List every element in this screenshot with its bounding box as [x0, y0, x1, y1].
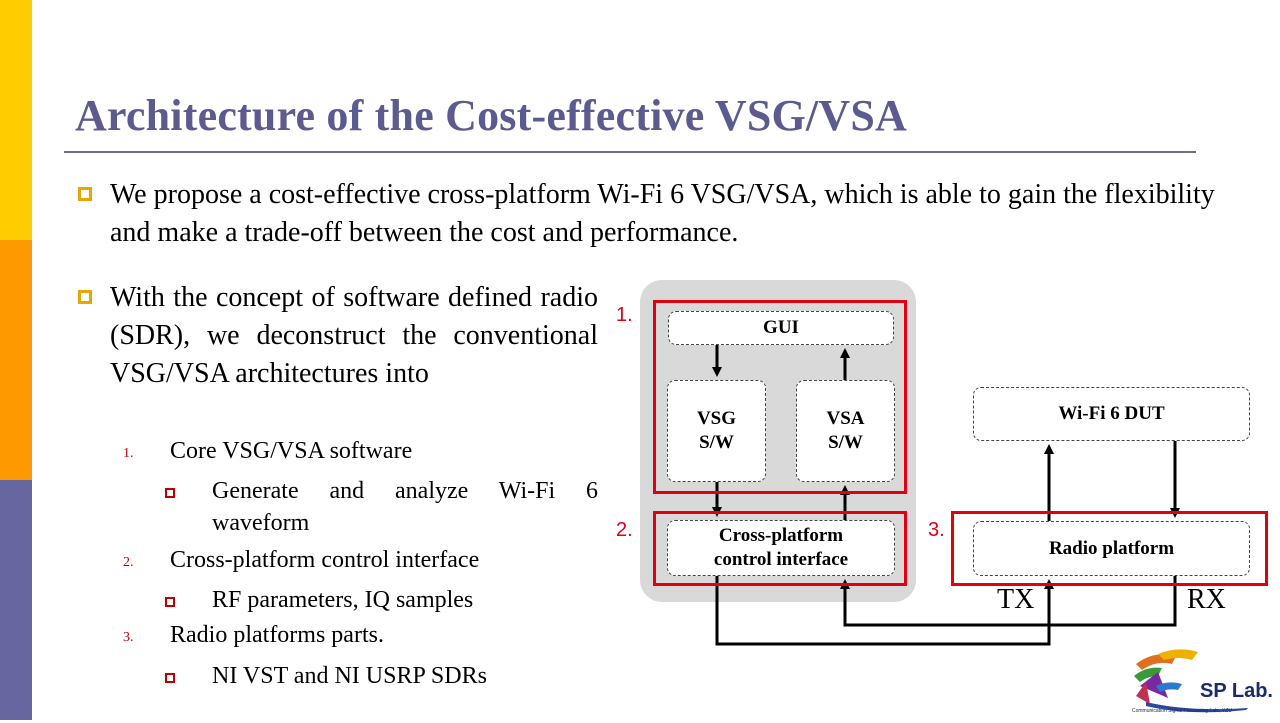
tx-path — [715, 576, 1054, 646]
sub-bullet-icon — [165, 597, 175, 607]
bullet-square-icon — [78, 290, 92, 304]
bullet-paragraph-1: We propose a cost-effective cross-platfo… — [110, 179, 1215, 248]
tx-label: TX — [997, 584, 1035, 615]
sub-bullet-icon — [165, 673, 175, 683]
rx-path — [840, 576, 1177, 627]
sp-lab-logo: SP Lab. Communication Signal Processing … — [1128, 646, 1274, 718]
list-item-radio-platforms: Radio platforms parts. — [170, 622, 384, 648]
sidebar-stripe-purple — [0, 480, 32, 720]
highlight-box-radio-platform — [951, 511, 1268, 586]
gui-box: GUI — [668, 311, 894, 345]
radio-platform-box: Radio platform — [973, 521, 1250, 576]
highlight-label-2: 2. — [616, 519, 633, 541]
sidebar-stripes — [0, 0, 32, 720]
highlight-box-control-interface — [653, 511, 907, 586]
sub-bullet-icon — [165, 488, 175, 498]
highlight-box-core-software — [653, 300, 907, 494]
sidebar-stripe-orange — [0, 240, 32, 480]
highlight-label-3: 3. — [928, 519, 945, 541]
cross-label-line1: Cross-platform — [718, 525, 844, 546]
vsg-label-line1: VSG — [696, 408, 737, 429]
highlight-label-1: 1. — [616, 304, 633, 326]
rx-label: RX — [1187, 584, 1226, 615]
vsa-label-line1: VSA — [826, 408, 865, 429]
sub-item-rf-parameters: RF parameters, IQ samples — [212, 587, 474, 613]
sub-item-generate-waveform: Generate and analyze Wi-Fi 6 waveform — [212, 478, 598, 536]
sp-lab-logo-icon — [1134, 649, 1248, 713]
list-number-1: 1. — [123, 446, 134, 461]
vsa-label-line2: S/W — [828, 432, 863, 453]
radio-label: Radio platform — [1048, 537, 1175, 559]
wifi6-dut-box: Wi-Fi 6 DUT — [973, 387, 1250, 441]
list-item-core-software: Core VSG/VSA software — [170, 438, 413, 464]
dut-label: Wi-Fi 6 DUT — [1058, 403, 1165, 424]
list-number-2: 2. — [123, 555, 134, 570]
cross-platform-box: Cross-platform control interface — [667, 520, 895, 576]
vsa-software-box: VSA S/W — [796, 380, 895, 482]
title-divider — [64, 151, 1196, 153]
bullet-paragraph-2: With the concept of software defined rad… — [110, 282, 598, 389]
bullet-square-icon — [78, 187, 92, 201]
sub-item-sdrs: NI VST and NI USRP SDRs — [212, 663, 487, 689]
gui-label: GUI — [763, 317, 799, 338]
logo-subtext: Communication Signal Processing Lab., YZ… — [1132, 708, 1232, 714]
list-number-3: 3. — [123, 630, 134, 645]
list-item-control-interface: Cross-platform control interface — [170, 547, 480, 573]
vsg-software-box: VSG S/W — [667, 380, 766, 482]
vsg-label-line2: S/W — [699, 432, 734, 453]
sidebar-stripe-yellow — [0, 0, 32, 240]
slide-title: Architecture of the Cost-effective VSG/V… — [75, 91, 907, 140]
logo-text: SP Lab. — [1200, 680, 1273, 702]
cross-label-line2: control interface — [713, 549, 849, 570]
